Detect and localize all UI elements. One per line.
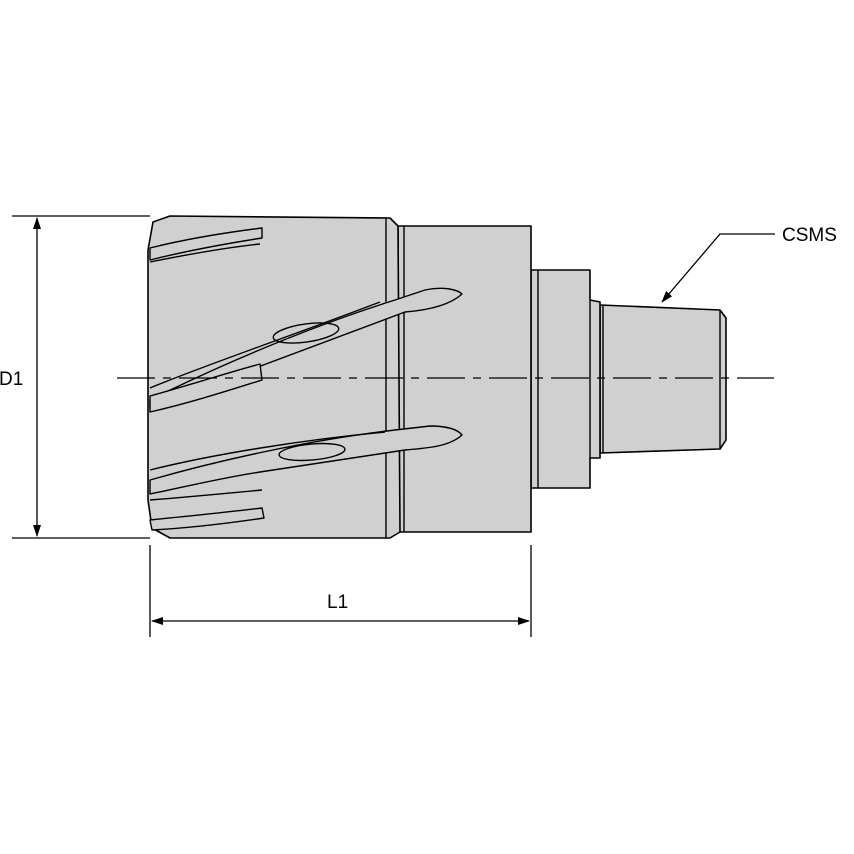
collar (530, 269, 601, 489)
cutter-tool (147, 215, 727, 539)
neck (397, 225, 532, 533)
d1-label: D1 (0, 369, 23, 390)
csms-label: CSMS (782, 225, 837, 246)
lower-coolant-slot (278, 442, 346, 462)
shank (599, 304, 727, 454)
l1-label: L1 (327, 592, 348, 613)
upper-coolant-slot (272, 322, 340, 344)
top-edge-insert (149, 227, 263, 261)
cutting-head (147, 215, 401, 539)
csms-leader (661, 233, 775, 303)
middle-edge-insert (149, 363, 263, 413)
bottom-edge-insert (149, 507, 265, 531)
extension-lines (12, 215, 532, 637)
